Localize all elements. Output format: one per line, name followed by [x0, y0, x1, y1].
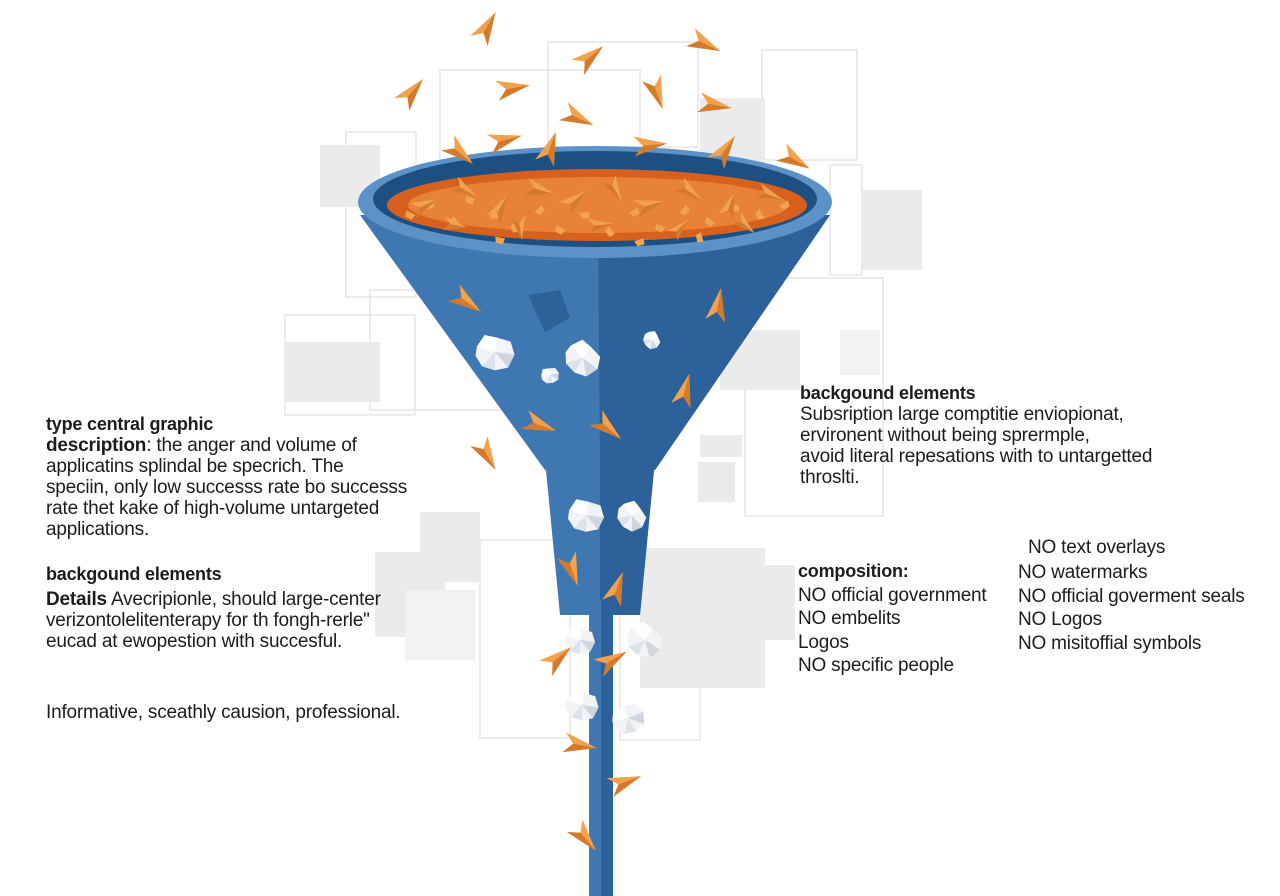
right-block-1-line: Subsription large comptitie enviopionat, [800, 404, 1124, 425]
composition-item: NO misitoffial symbols [1018, 632, 1202, 654]
composition-item: NO watermarks [1018, 562, 1148, 583]
funnel-rim [358, 146, 832, 258]
left-block-1-label-suffix: : the anger and volume of [146, 435, 357, 456]
right-block-1: backgound elements Subsription large com… [800, 383, 1152, 488]
left-block-2-label: Details [46, 589, 107, 610]
composition-col2: NO watermarks NO official goverment seal… [1018, 562, 1245, 656]
composition-heading: composition: [798, 561, 909, 581]
composition-item: NO official government [798, 584, 987, 606]
left-block-2-label-suffix: Avecripionle, should large-center [106, 589, 381, 610]
composition-col2-top: NO text overlays [1028, 537, 1166, 558]
funnel-cone [360, 215, 830, 896]
left-block-2: backgound elements Details Avecripionle,… [46, 564, 381, 652]
composition-item: NO embelits [798, 608, 901, 629]
composition-item: NO Logos [1018, 609, 1102, 630]
right-block-1-heading: backgound elements [800, 383, 976, 403]
composition-item: NO specific people [798, 655, 954, 676]
left-block-1-line: applicatins splindal be specrich. The [46, 456, 344, 477]
composition-item: NO official goverment seals [1018, 585, 1245, 607]
right-block-1-line: avoid literal repesations with to untarg… [800, 446, 1153, 467]
left-block-1-line: applications. [46, 519, 150, 540]
composition-col1: composition: NO official government NO e… [798, 561, 987, 679]
left-block-1-line: rate thet kake of high-volume untargeted [46, 498, 380, 519]
left-block-1-label: description [46, 435, 147, 456]
left-block-2-line: eucad at ewopestion with succesful. [46, 631, 343, 652]
composition-item: Logos [798, 631, 849, 653]
left-block-1-heading: type central graphic [46, 414, 214, 434]
left-block-1: type central graphic description: the an… [46, 414, 407, 540]
left-block-2-line: verizontolelitenterapy for th fongh-rerl… [46, 610, 370, 631]
right-block-1-line: ervironent without being sprermple, [800, 425, 1090, 446]
left-block-2-heading: backgound elements [46, 564, 222, 584]
left-footer: Informative, sceathly causion, professio… [46, 702, 401, 723]
right-block-1-line: throslti. [800, 467, 860, 488]
left-block-1-line: speciin, only low successs rate bo succe… [46, 477, 408, 498]
